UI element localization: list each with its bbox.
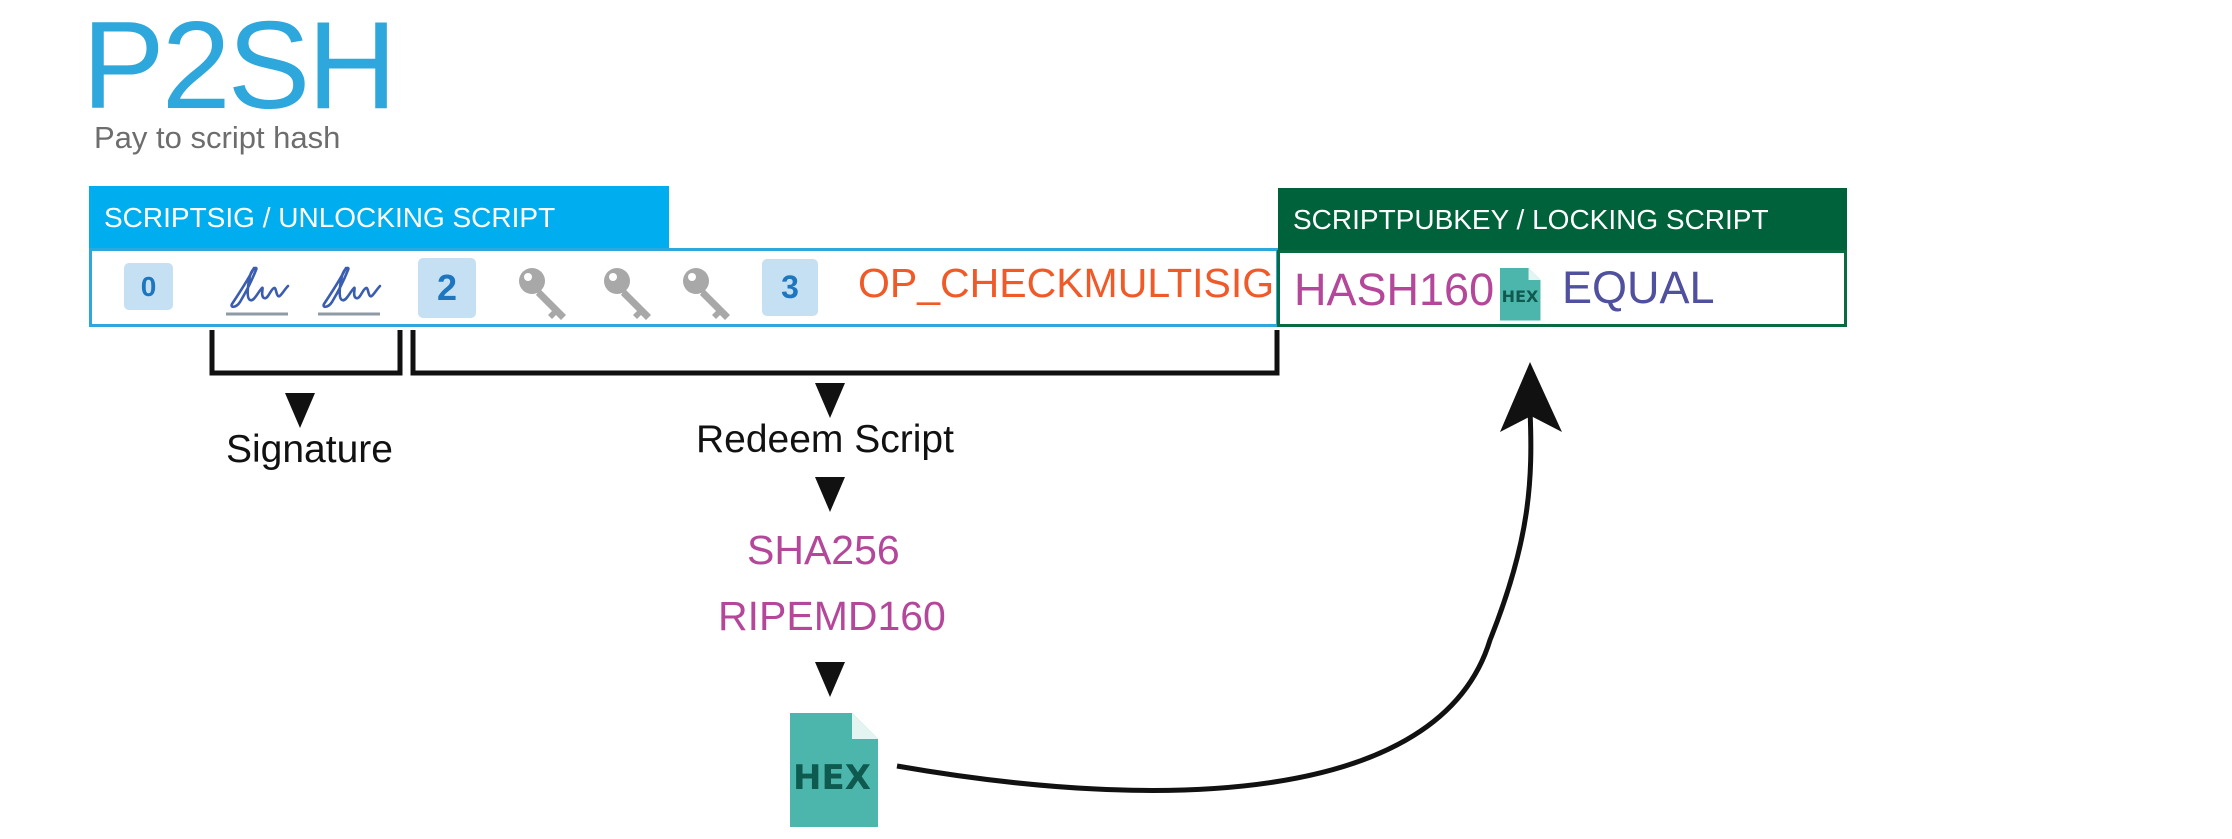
- opcode-hash160: HASH160: [1294, 264, 1495, 315]
- arrow-down-icon: [815, 383, 845, 418]
- arrow-up-icon: [1500, 362, 1562, 432]
- signature-icon: [316, 266, 382, 316]
- arrow-down-icon: [285, 393, 315, 428]
- curved-arrow: [896, 409, 1534, 793]
- opcode-equal: EQUAL: [1562, 262, 1715, 313]
- pubkey-count-chip: 3: [762, 259, 818, 316]
- signature-bracket: [209, 330, 403, 376]
- arrow-down-icon: [815, 662, 845, 697]
- key-icon: [683, 268, 730, 320]
- page-title: P2SH: [82, 0, 397, 135]
- redeem-script-label: Redeem Script: [696, 418, 954, 461]
- hex-icon-label: HEX: [1502, 287, 1539, 306]
- op-zero-chip: 0: [124, 263, 173, 310]
- signature-count-chip: 2: [418, 258, 476, 318]
- key-icon: [519, 268, 566, 320]
- hash-function-sha256: SHA256: [747, 527, 900, 573]
- hex-file-label: HEX: [793, 758, 871, 798]
- opcode-checkmultisig: OP_CHECKMULTISIG: [858, 260, 1275, 306]
- redeem-script-bracket: [410, 330, 1280, 376]
- key-icon: [604, 268, 651, 320]
- signature-label: Signature: [226, 428, 393, 471]
- signature-icon: [224, 266, 290, 316]
- hash-function-ripemd160: RIPEMD160: [718, 593, 946, 639]
- page-subtitle: Pay to script hash: [94, 120, 341, 155]
- scriptpubkey-header: SCRIPTPUBKEY / LOCKING SCRIPT: [1278, 188, 1847, 252]
- scriptsig-header: SCRIPTSIG / UNLOCKING SCRIPT: [89, 186, 669, 250]
- scriptpubkey-box: [1277, 250, 1847, 327]
- arrow-down-icon: [815, 477, 845, 512]
